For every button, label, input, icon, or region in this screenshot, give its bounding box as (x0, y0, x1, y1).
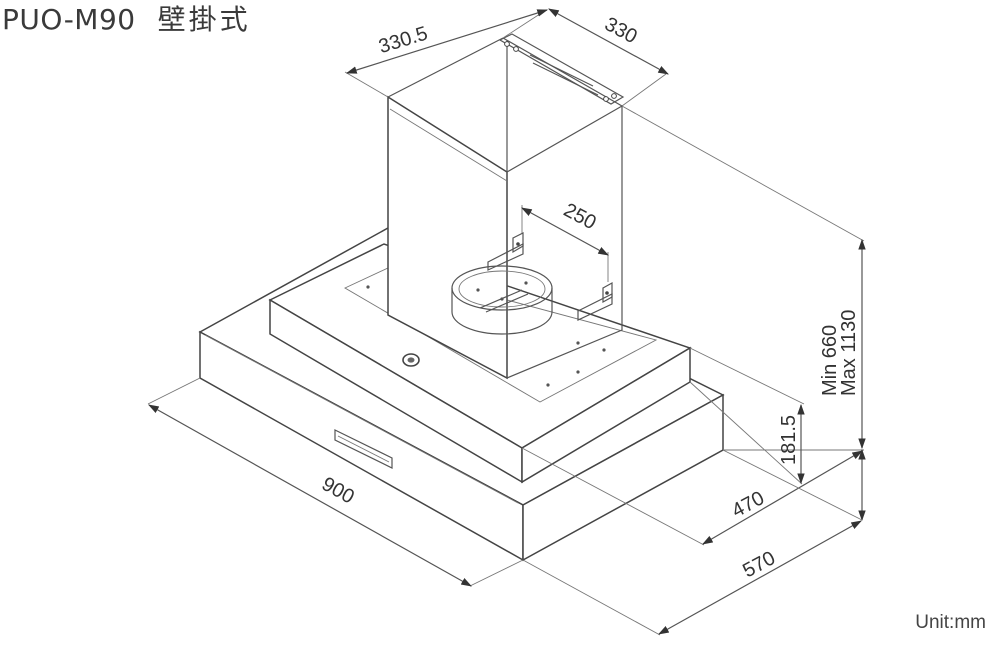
exhaust-collar (451, 265, 553, 335)
dim-inner-depth: 470 (728, 487, 768, 522)
wall-bracket-right (577, 281, 613, 321)
dim-height-max: Max 1130 (838, 310, 860, 396)
top-bracket (498, 33, 625, 105)
dim-total-depth: 570 (739, 547, 779, 582)
dim-chimney-width: 330.5 (376, 22, 430, 58)
dim-chimney-depth: 330 (601, 13, 641, 48)
page-title: PUO-M90 壁掛式 (2, 0, 251, 38)
dim-bracket-spacing: 250 (560, 199, 600, 234)
mount-type: 壁掛式 (157, 3, 251, 36)
light-button-icon (402, 353, 420, 367)
unit-label: Unit:mm (915, 612, 986, 633)
dim-canopy-height: 181.5 (778, 415, 800, 465)
dimension-lines (147, 8, 866, 636)
model-name: PUO-M90 (2, 3, 136, 36)
dim-height-min: Min 660 (819, 325, 841, 396)
